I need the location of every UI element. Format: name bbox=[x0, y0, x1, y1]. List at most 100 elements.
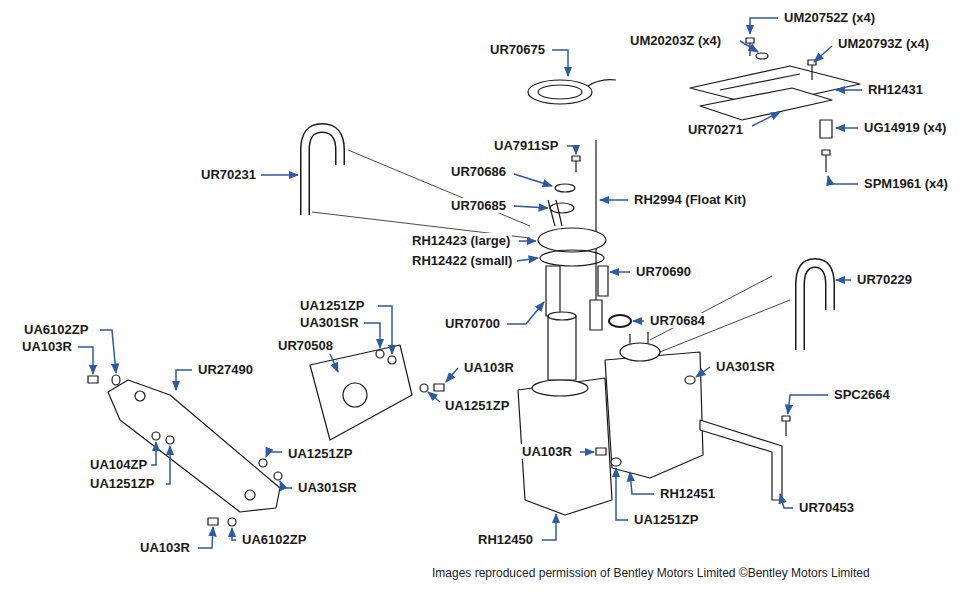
part-number: UA103R bbox=[462, 360, 516, 375]
part-number: UA301SR bbox=[296, 480, 359, 495]
part-number: UA103R bbox=[520, 444, 574, 459]
part-shape bbox=[546, 266, 560, 316]
part-shape bbox=[420, 384, 428, 392]
part-shape bbox=[538, 85, 582, 99]
part-shape bbox=[274, 472, 282, 480]
part-shape bbox=[609, 315, 631, 327]
part-shape bbox=[590, 300, 602, 330]
part-shape bbox=[700, 88, 832, 120]
leader-arrow bbox=[261, 174, 298, 176]
part-shape bbox=[800, 263, 830, 350]
part-shape bbox=[605, 352, 703, 478]
part-number: SPM1961 (x4) bbox=[862, 176, 950, 191]
part-shape bbox=[305, 128, 340, 215]
part-shape bbox=[720, 74, 800, 90]
part-shape bbox=[434, 384, 444, 391]
part-shape bbox=[572, 156, 580, 161]
part-shape bbox=[822, 150, 830, 155]
part-number: UR70229 bbox=[855, 272, 914, 287]
part-number: UR70684 bbox=[648, 313, 707, 328]
leader-arrow bbox=[788, 395, 828, 414]
leader-arrow bbox=[633, 320, 644, 322]
part-number: UM20752Z (x4) bbox=[782, 10, 877, 25]
part-shape bbox=[782, 416, 790, 421]
part-shape bbox=[388, 356, 396, 364]
leader-arrow bbox=[580, 451, 594, 453]
part-shape bbox=[555, 184, 575, 192]
part-number: UA301SR bbox=[714, 359, 777, 374]
part-number: UA103R bbox=[138, 540, 192, 555]
part-number: UR70675 bbox=[488, 42, 547, 57]
part-shape bbox=[785, 421, 786, 436]
part-shape bbox=[259, 459, 267, 467]
leader-arrow bbox=[78, 347, 93, 374]
part-number: UA104ZP bbox=[88, 457, 149, 472]
part-shape bbox=[528, 80, 592, 104]
leader-arrow bbox=[519, 240, 536, 242]
part-shape bbox=[208, 518, 218, 525]
leader-arrow bbox=[428, 392, 440, 402]
part-number: UA1251ZP bbox=[443, 398, 511, 413]
leader-arrow bbox=[567, 146, 576, 154]
part-shape bbox=[650, 276, 772, 340]
part-number: RH12431 bbox=[866, 82, 925, 97]
part-shape bbox=[245, 490, 255, 500]
part-number: UR70685 bbox=[449, 198, 508, 213]
leader-arrow bbox=[280, 481, 292, 488]
part-shape bbox=[820, 120, 832, 138]
part-number: UA6102ZP bbox=[22, 322, 90, 337]
leader-arrow bbox=[176, 370, 192, 390]
part-number: SPC2664 bbox=[832, 387, 892, 402]
part-shape bbox=[550, 203, 574, 213]
part-shape bbox=[596, 448, 606, 455]
part-number: UG14919 (x4) bbox=[862, 120, 948, 135]
leader-arrow bbox=[750, 18, 778, 34]
part-number: UM20793Z (x4) bbox=[836, 36, 931, 51]
part-number: UR70690 bbox=[634, 264, 693, 279]
leader-arrow bbox=[542, 514, 556, 540]
part-number: UR70231 bbox=[199, 167, 258, 182]
leader-arrow bbox=[446, 368, 458, 382]
leader-arrow bbox=[514, 174, 552, 186]
leader-arrow bbox=[517, 258, 538, 261]
leader-arrow bbox=[600, 199, 628, 201]
part-drawing bbox=[88, 38, 860, 526]
leader-arrow bbox=[266, 452, 282, 457]
part-shape bbox=[756, 53, 768, 59]
part-number: UA103R bbox=[20, 339, 74, 354]
part-shape bbox=[305, 128, 340, 215]
leader-arrow bbox=[364, 323, 380, 348]
leader-arrow bbox=[836, 279, 851, 281]
leader-arrow bbox=[836, 89, 862, 91]
leader-arrow bbox=[166, 446, 170, 484]
leader-arrow bbox=[828, 176, 858, 184]
part-shape bbox=[556, 200, 562, 226]
part-number: RH12423 (large) bbox=[410, 233, 512, 248]
leader-arrow bbox=[696, 367, 710, 377]
leader-arrow bbox=[198, 527, 213, 548]
part-shape bbox=[685, 376, 695, 384]
part-number: UA1251ZP bbox=[632, 512, 700, 527]
part-shape bbox=[825, 155, 826, 172]
part-number: UR70271 bbox=[686, 122, 745, 137]
part-number: UA7911SP bbox=[492, 138, 560, 153]
leader-arrow bbox=[232, 528, 236, 540]
part-shape bbox=[88, 376, 98, 383]
part-shape bbox=[166, 436, 174, 444]
part-shape bbox=[540, 250, 604, 266]
part-shape bbox=[647, 332, 648, 344]
part-shape bbox=[228, 518, 236, 526]
part-shape bbox=[629, 334, 630, 344]
leader-arrow bbox=[630, 472, 654, 494]
part-number: RH12450 bbox=[476, 532, 535, 547]
part-number: UR70700 bbox=[443, 316, 502, 331]
part-number: UA1251ZP bbox=[298, 298, 366, 313]
leader-arrow bbox=[740, 41, 758, 52]
leader-arrow bbox=[616, 468, 628, 520]
leader-arrow bbox=[752, 112, 780, 126]
part-shape bbox=[575, 161, 576, 172]
leader-arrow bbox=[507, 302, 544, 324]
part-shape bbox=[135, 391, 145, 401]
part-number: UR27490 bbox=[196, 362, 255, 377]
